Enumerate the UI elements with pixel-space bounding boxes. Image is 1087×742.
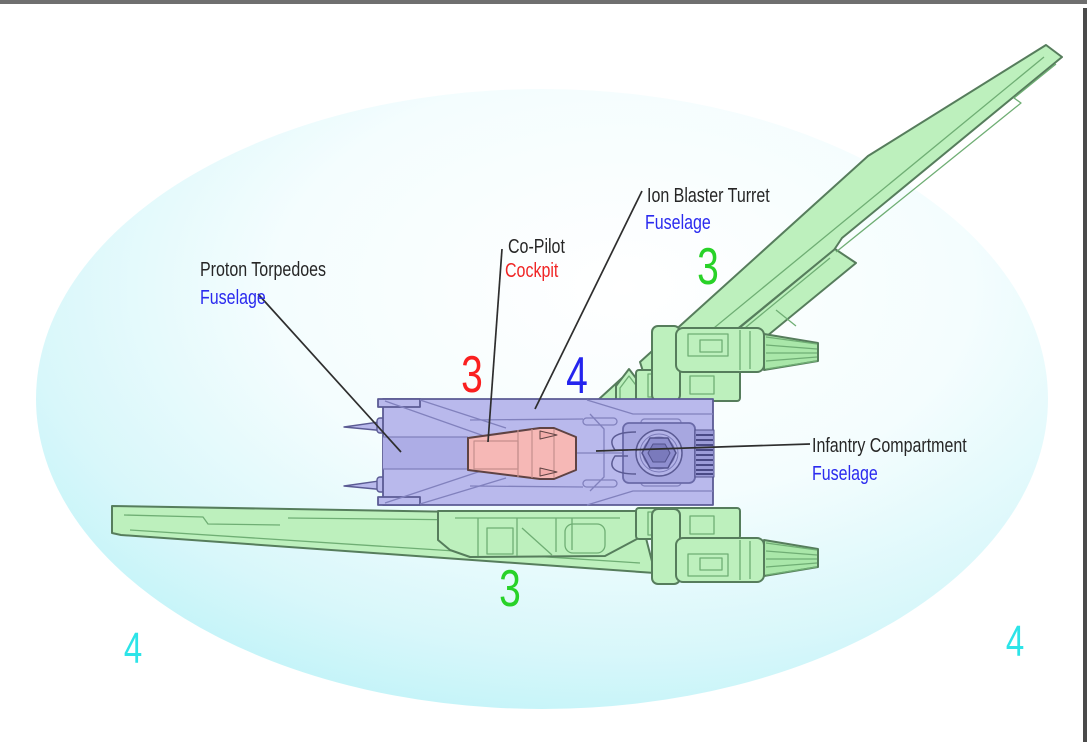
cockpit-canopy	[467, 427, 577, 480]
callout-part-label: Infantry Compartment	[812, 434, 967, 456]
leader-ion-blaster-turret	[534, 190, 643, 410]
zone-number-red: 3	[461, 344, 483, 403]
zone-number-green-top: 3	[697, 236, 719, 295]
zone-number-cyan-left: 4	[124, 625, 142, 674]
cockpit	[467, 427, 577, 480]
wings-and-engines	[111, 44, 1063, 585]
leader-infantry-compartment	[595, 443, 811, 452]
zone-number-cyan-right: 4	[1006, 618, 1024, 667]
top-engine-nozzle	[763, 333, 819, 371]
callout-labels: Proton Torpedoes Fuselage Co-Pilot Cockp…	[200, 184, 967, 484]
callout-location-label: Fuselage	[812, 462, 878, 484]
callout-location-label: Fuselage	[645, 211, 711, 233]
bottom-engine-nozzle	[763, 539, 819, 577]
callout-location-label: Fuselage	[200, 286, 266, 308]
zone-number-green-bottom: 3	[499, 558, 521, 617]
callout-part-label: Ion Blaster Turret	[647, 184, 770, 206]
leader-proton-torpedoes	[257, 293, 402, 453]
leader-co-pilot	[487, 248, 503, 443]
callout-location-label: Cockpit	[505, 259, 558, 281]
zone-numbers: 3 4 3 3 4 4	[124, 236, 1024, 673]
bottom-engine	[635, 507, 819, 585]
top-border	[0, 0, 1087, 4]
zone-number-blue: 4	[566, 345, 588, 404]
top-engine	[635, 325, 819, 402]
callout-part-label: Co-Pilot	[508, 235, 565, 257]
callout-part-label: Proton Torpedoes	[200, 258, 326, 280]
leader-lines	[257, 190, 811, 453]
right-border	[1083, 8, 1087, 742]
